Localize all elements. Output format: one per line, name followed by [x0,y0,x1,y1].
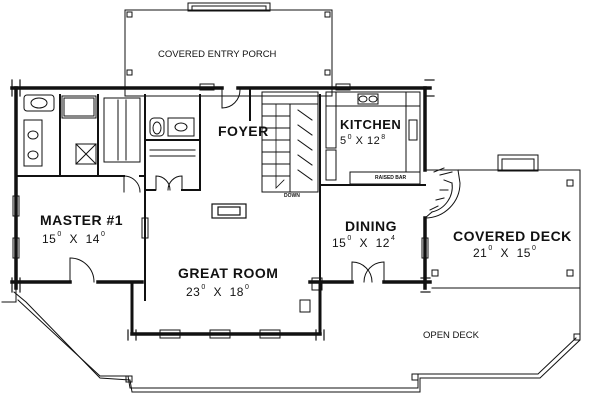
great-room-side-doors [299,277,323,313]
spiral-stair [424,167,461,219]
log-ends [11,79,435,341]
bump-windows [159,329,281,339]
master-bath-fixtures [23,94,141,167]
master-door [69,257,95,283]
kitchen-cabinets [325,91,421,185]
exterior-walls [10,86,432,336]
label-raised-bar: RAISED BAR [375,175,407,181]
stair [261,91,319,193]
label-covered-deck: COVERED DECK [453,228,572,244]
covered-deck-outline [424,154,581,289]
label-kitchen: KITCHEN [340,117,402,132]
dim-great-room: 230 X 180 [186,284,250,299]
powder-bath [149,117,196,157]
label-great-room: GREAT ROOM [178,265,279,281]
fireplace [211,203,247,219]
label-stair-down: DOWN [284,193,300,199]
label-dining: DINING [345,218,397,234]
great-room-bump [130,280,322,336]
dining-doors [351,261,385,283]
dim-kitchen: 50 X 128 [340,134,386,147]
wall-windows [12,83,429,259]
label-covered-entry-porch: COVERED ENTRY PORCH [158,49,277,60]
label-master-1: MASTER #1 [40,212,124,228]
interior-walls [15,87,426,301]
dim-covered-deck: 210 X 150 [473,245,537,260]
front-door [221,87,241,109]
label-foyer: FOYER [218,123,269,139]
closet-doors [123,175,183,193]
entry-porch [124,2,333,97]
dim-dining: 150 X 124 [332,235,396,250]
open-deck-outline [1,287,581,393]
label-open-deck: OPEN DECK [423,330,479,341]
dim-master-1: 150 X 140 [42,231,106,246]
